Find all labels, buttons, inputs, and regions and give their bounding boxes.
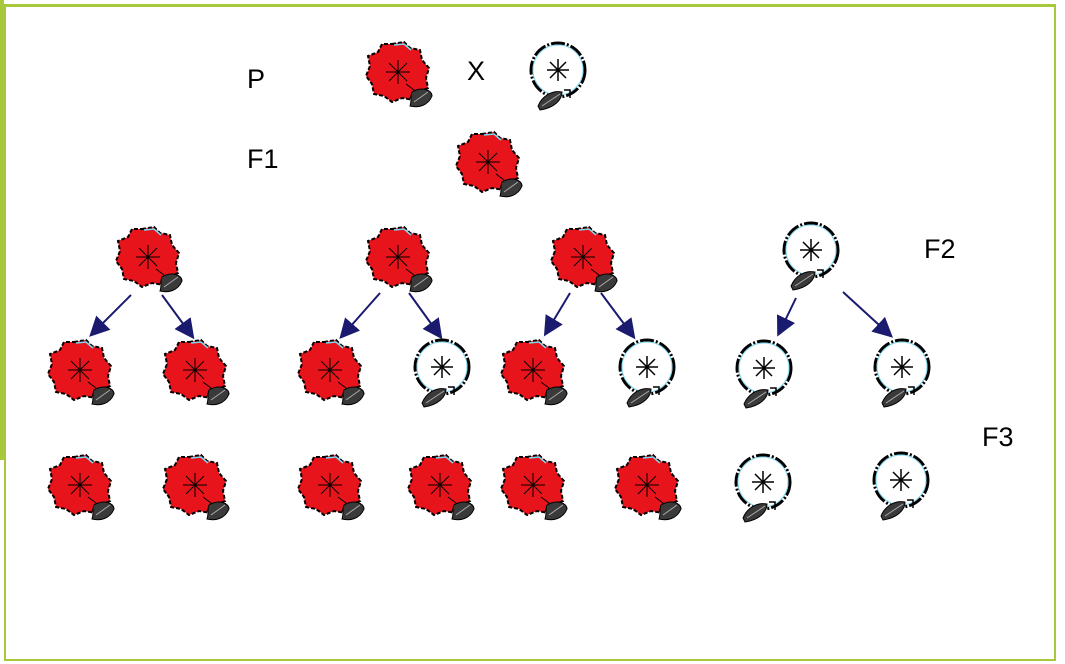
red-flower-icon: [162, 454, 230, 521]
slide-frame: [4, 4, 1056, 661]
white-flower-icon: [529, 41, 587, 112]
red-flower-icon: [365, 41, 433, 108]
red-flower-icon: [500, 454, 568, 521]
red-flower-icon: [47, 339, 115, 406]
white-flower-icon: [782, 221, 840, 292]
arrow: [89, 294, 132, 337]
red-flower-icon: [614, 454, 682, 521]
red-flower-icon: [550, 226, 618, 293]
red-flower-icon: [455, 131, 523, 198]
white-flower-icon: [413, 338, 471, 409]
red-flower-icon: [365, 226, 433, 293]
arrow: [339, 292, 381, 339]
arrow: [543, 292, 571, 337]
label-f3: F3: [982, 422, 1014, 452]
red-flower-icon: [115, 226, 183, 293]
red-flower-icon: [47, 454, 115, 521]
arrow: [776, 297, 797, 337]
label-f1: F1: [247, 144, 279, 174]
arrow: [408, 292, 443, 340]
white-flower-icon: [873, 338, 931, 409]
red-flower-icon: [407, 454, 475, 521]
red-flower-icon: [297, 454, 365, 521]
label-f2: F2: [924, 234, 956, 264]
label-p: P: [247, 64, 265, 94]
frame-left-bar: [0, 0, 4, 460]
arrow: [161, 294, 195, 340]
arrow: [842, 291, 893, 338]
red-flower-icon: [162, 339, 230, 406]
white-flower-icon: [735, 339, 793, 410]
white-flower-icon: [618, 338, 676, 409]
label-cross: X: [467, 56, 485, 86]
red-flower-icon: [500, 339, 568, 406]
red-flower-icon: [297, 339, 365, 406]
white-flower-icon: [872, 451, 930, 522]
arrow: [600, 292, 636, 340]
white-flower-icon: [734, 453, 792, 524]
